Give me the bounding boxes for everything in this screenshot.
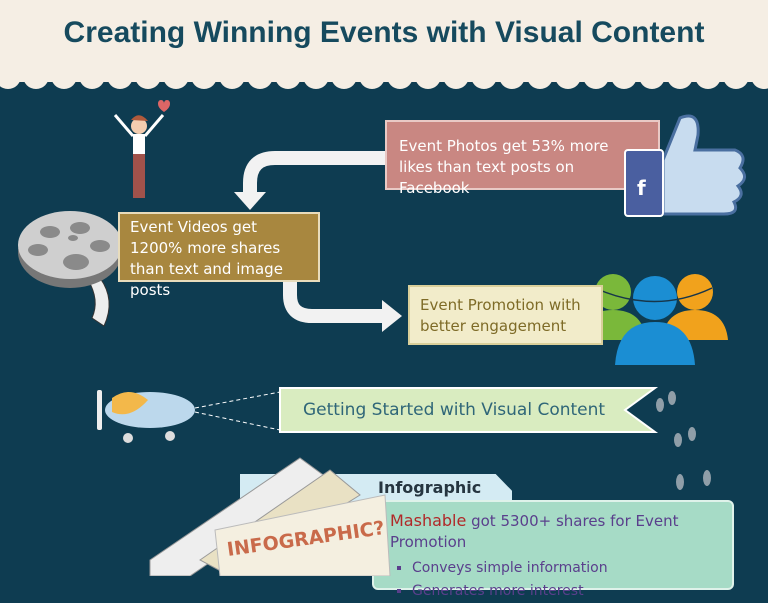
arrow-head-right bbox=[382, 300, 402, 332]
header-band bbox=[0, 0, 768, 82]
arrow-head-down bbox=[234, 192, 266, 210]
page-title: Creating Winning Events with Visual Cont… bbox=[63, 16, 705, 49]
footprints-icon bbox=[656, 391, 711, 490]
mashable-headline: Mashable got 5300+ shares for Event Prom… bbox=[390, 510, 716, 553]
brand-name: Mashable bbox=[390, 511, 467, 530]
infographic-info-box: Mashable got 5300+ shares for Event Prom… bbox=[372, 500, 734, 599]
infographic-tab-label: Infographic bbox=[378, 478, 482, 497]
banner-shape bbox=[279, 387, 659, 433]
getting-started-banner-text: Getting Started with Visual Content bbox=[303, 400, 606, 420]
people-group-icon bbox=[580, 274, 728, 365]
happy-person-icon bbox=[113, 100, 170, 198]
event-promotion-box: Event Promotion with better engagement bbox=[408, 285, 603, 345]
arrow-photos-to-videos bbox=[243, 151, 390, 196]
headline-rest: got 5300+ shares for Event Promotion bbox=[390, 512, 679, 551]
list-item: Conveys simple information bbox=[412, 557, 716, 580]
scalloped-edge bbox=[0, 70, 768, 89]
list-item: Generates more interest bbox=[412, 580, 716, 603]
arrow-videos-to-promo bbox=[283, 282, 385, 323]
event-videos-box: Event Videos get 1200% more shares than … bbox=[118, 212, 320, 299]
film-reel-icon bbox=[18, 211, 122, 327]
airplane-icon bbox=[97, 390, 281, 443]
bullet-list: Conveys simple information Generates mor… bbox=[390, 557, 716, 603]
illustrations bbox=[18, 100, 728, 490]
heart-icon bbox=[158, 100, 170, 112]
event-photos-box: Event Photos get 53% more likes than tex… bbox=[385, 120, 660, 197]
